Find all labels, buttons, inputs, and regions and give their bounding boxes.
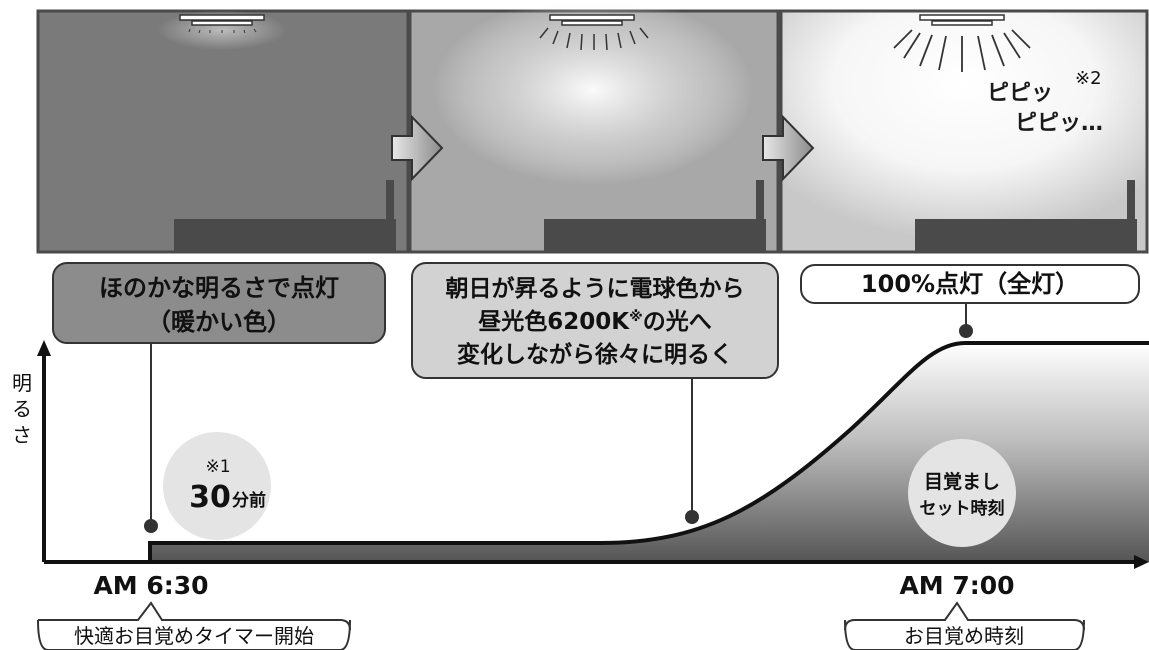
y-axis-label-char3: さ: [12, 423, 32, 447]
alarm-sound-line1: ピピッ: [987, 81, 1053, 106]
bed-shape: [915, 219, 1137, 252]
alarm-sound-line2: ピピッ…: [1015, 111, 1103, 136]
badge-end-line1: 目覚まし: [924, 470, 1000, 493]
bed-shape: [544, 219, 766, 252]
callout-stage3: 100%点灯（全灯）: [800, 264, 1140, 304]
callout-stage2-line2b: の光へ: [643, 309, 712, 335]
badge-start-number: 30: [189, 480, 231, 515]
badge-start-note: ※1: [205, 457, 230, 477]
bed-headboard: [386, 180, 394, 252]
callout-stage2-line1: 朝日が昇るように電球色から: [446, 275, 745, 302]
y-axis-label-char2: る: [12, 397, 32, 421]
badge-end-line2: セット時刻: [920, 498, 1005, 519]
alarm-sound-note: ※2: [1075, 68, 1102, 89]
connector-stage3: [959, 303, 973, 338]
bed-headboard: [756, 180, 764, 252]
callout-stage3-text: 100%点灯（全灯）: [861, 270, 1079, 298]
transition-arrow-2: [762, 114, 815, 182]
connector-stage1: [144, 342, 158, 533]
ceiling-light-icon: [179, 14, 265, 26]
end-description-bubble: お目覚め時刻: [844, 601, 1085, 650]
y-axis: [37, 340, 51, 562]
bed-shape: [174, 219, 396, 252]
badge-start-unit: 分前: [232, 490, 266, 511]
start-description-text: 快適お目覚めタイマー開始: [74, 624, 314, 648]
badge-30min-before: ※1 30 分前: [163, 432, 271, 540]
start-description-bubble: 快適お目覚めタイマー開始: [37, 601, 351, 650]
callout-stage1: ほのかな明るさで点灯 （暖かい色）: [52, 262, 386, 344]
light-rays-icon: [539, 27, 649, 51]
callout-stage1-line2: （暖かい色）: [147, 308, 291, 336]
end-time-label: AM 7:00: [899, 571, 1014, 600]
callout-stage2-line2a: 昼光色6200K: [478, 308, 630, 335]
y-axis-label-char1: 明: [12, 371, 32, 395]
callout-stage2-note: ※: [629, 309, 643, 325]
callout-stage2: 朝日が昇るように電球色から 昼光色6200K※の光へ 変化しながら徐々に明るく: [411, 262, 779, 379]
start-time-label: AM 6:30: [93, 571, 208, 600]
x-axis: [44, 555, 1149, 569]
badge-alarm-set-time: 目覚まし セット時刻: [908, 439, 1016, 547]
room-panel-bright: ピピッ ※2 ピピッ…: [779, 9, 1149, 254]
light-rays-icon: [893, 29, 1031, 72]
callout-stage2-line2: 昼光色6200K※の光へ: [478, 308, 711, 335]
light-rays-icon: [188, 28, 257, 34]
room-panel-medium: [408, 0, 780, 254]
connector-stage2: [685, 378, 699, 524]
brightness-curve: [148, 341, 1149, 562]
callout-stage2-line3: 変化しながら徐々に明るく: [457, 341, 733, 368]
ceiling-light-icon: [549, 14, 635, 26]
end-description-text: お目覚め時刻: [904, 624, 1024, 648]
ceiling-light-icon: [919, 14, 1005, 26]
light-glow: [433, 0, 753, 185]
room-panel-dim: [36, 9, 410, 254]
transition-arrow-1: [391, 114, 444, 182]
bed-headboard: [1127, 180, 1135, 252]
callout-stage1-line1: ほのかな明るさで点灯: [99, 274, 339, 302]
